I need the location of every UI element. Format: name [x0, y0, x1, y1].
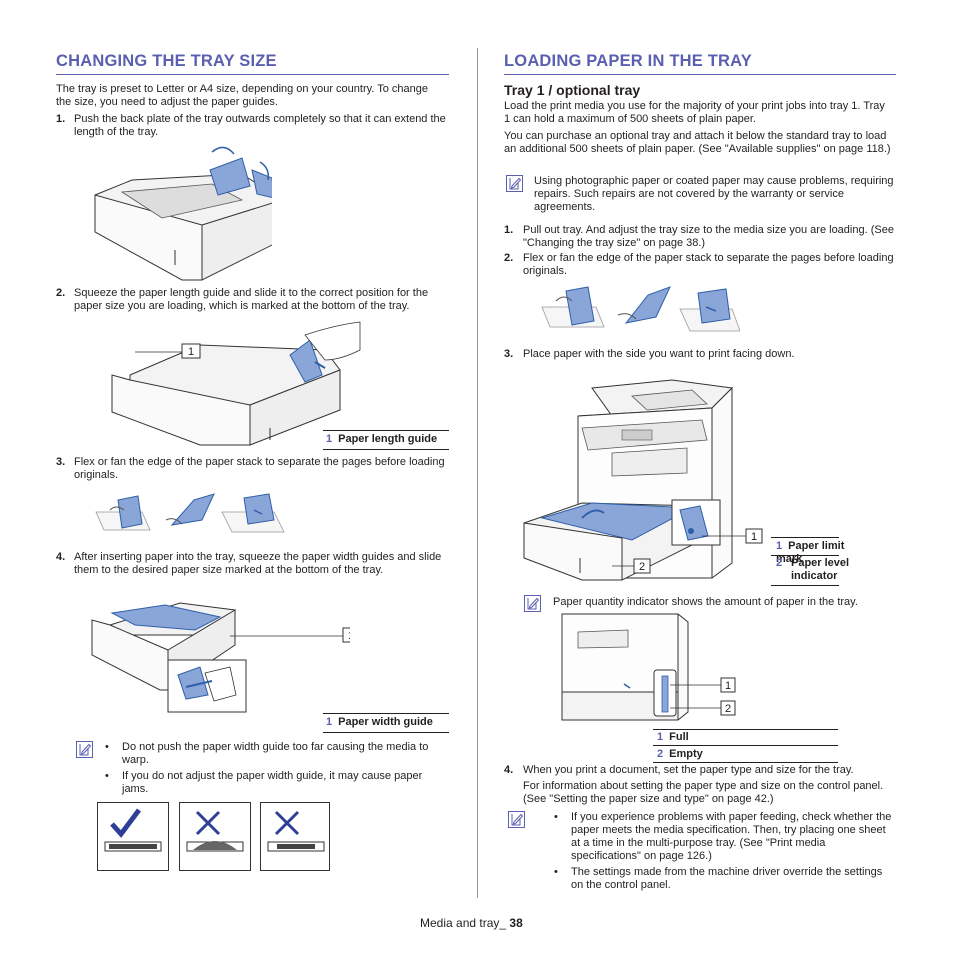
step-number: 4. — [56, 551, 66, 563]
step-text: Push the back plate of the tray outwards… — [74, 113, 446, 138]
note-bullet: Do not push the paper width guide too fa… — [105, 741, 449, 767]
step-number: 1. — [56, 113, 66, 125]
caption-rule — [323, 732, 449, 733]
printer-tray-figure: 1 2 — [523, 379, 763, 581]
step-number: 4. — [504, 764, 514, 776]
intro-paragraph: The tray is preset to Letter or A4 size,… — [56, 83, 428, 108]
tray-back-plate-figure — [94, 146, 272, 281]
step-number: 3. — [56, 456, 66, 468]
note-text: Using photographic paper or coated paper… — [534, 175, 894, 213]
caption-rule — [323, 713, 449, 714]
title-underline — [504, 74, 896, 75]
note-icon — [506, 175, 523, 192]
step-text: Pull out tray. And adjust the tray size … — [523, 224, 894, 249]
caption-rule — [771, 585, 839, 586]
step-text: Place paper with the side you want to pr… — [523, 348, 795, 360]
fan-paper-figure — [95, 493, 285, 533]
subsection-title-tray1: Tray 1 / optional tray — [504, 82, 641, 98]
page-footer: Media and tray_ 38 — [420, 916, 523, 930]
caption-rule — [323, 449, 449, 450]
step-text: Flex or fan the edge of the paper stack … — [523, 252, 894, 277]
figure-callout: 1 — [751, 531, 757, 543]
step-number: 3. — [504, 348, 514, 360]
caption-rule — [653, 762, 838, 763]
note-bullet: The settings made from the machine drive… — [554, 866, 897, 892]
note-text: Paper quantity indicator shows the amoun… — [553, 596, 858, 608]
step-text: Flex or fan the edge of the paper stack … — [74, 456, 445, 481]
paper-width-guide-figure: 1 — [91, 602, 350, 713]
title-underline — [56, 74, 449, 75]
note-bullet: If you do not adjust the paper width gui… — [105, 770, 449, 796]
caption-rule — [653, 745, 838, 746]
step-number: 1. — [504, 224, 514, 236]
step-text: After inserting paper into the tray, squ… — [74, 551, 442, 576]
paragraph: You can purchase an optional tray and at… — [504, 130, 891, 155]
step-detail: For information about setting the paper … — [523, 780, 884, 805]
caption-rule — [653, 729, 838, 730]
fan-paper-figure — [541, 286, 740, 332]
section-title-loading-paper: LOADING PAPER IN THE TRAY — [504, 52, 752, 70]
figure-callout: 1 — [725, 680, 731, 692]
note-icon — [508, 811, 525, 828]
caption-rule — [771, 537, 839, 538]
section-title-changing-tray-size: CHANGING THE TRAY SIZE — [56, 52, 277, 70]
step-number: 2. — [56, 287, 66, 299]
caption-rule — [323, 430, 449, 431]
column-divider — [477, 48, 478, 898]
paragraph: Load the print media you use for the maj… — [504, 100, 885, 125]
note-icon — [524, 595, 541, 612]
note-icon — [76, 741, 93, 758]
page-number: 38 — [509, 916, 523, 930]
guide-correct-incorrect-figure — [97, 802, 330, 871]
note-bullet: If you experience problems with paper fe… — [554, 811, 897, 863]
figure-callout: 1 — [348, 630, 350, 642]
step-number: 2. — [504, 252, 514, 264]
step-text: When you print a document, set the paper… — [523, 764, 854, 776]
paper-indicator-figure: 1 2 — [561, 613, 736, 721]
paper-length-guide-figure: 1 — [111, 321, 361, 446]
figure-callout: 2 — [639, 561, 645, 573]
step-text: Squeeze the paper length guide and slide… — [74, 287, 429, 312]
caption-rule — [771, 555, 839, 556]
figure-callout: 1 — [188, 346, 194, 358]
figure-callout: 2 — [725, 703, 731, 715]
